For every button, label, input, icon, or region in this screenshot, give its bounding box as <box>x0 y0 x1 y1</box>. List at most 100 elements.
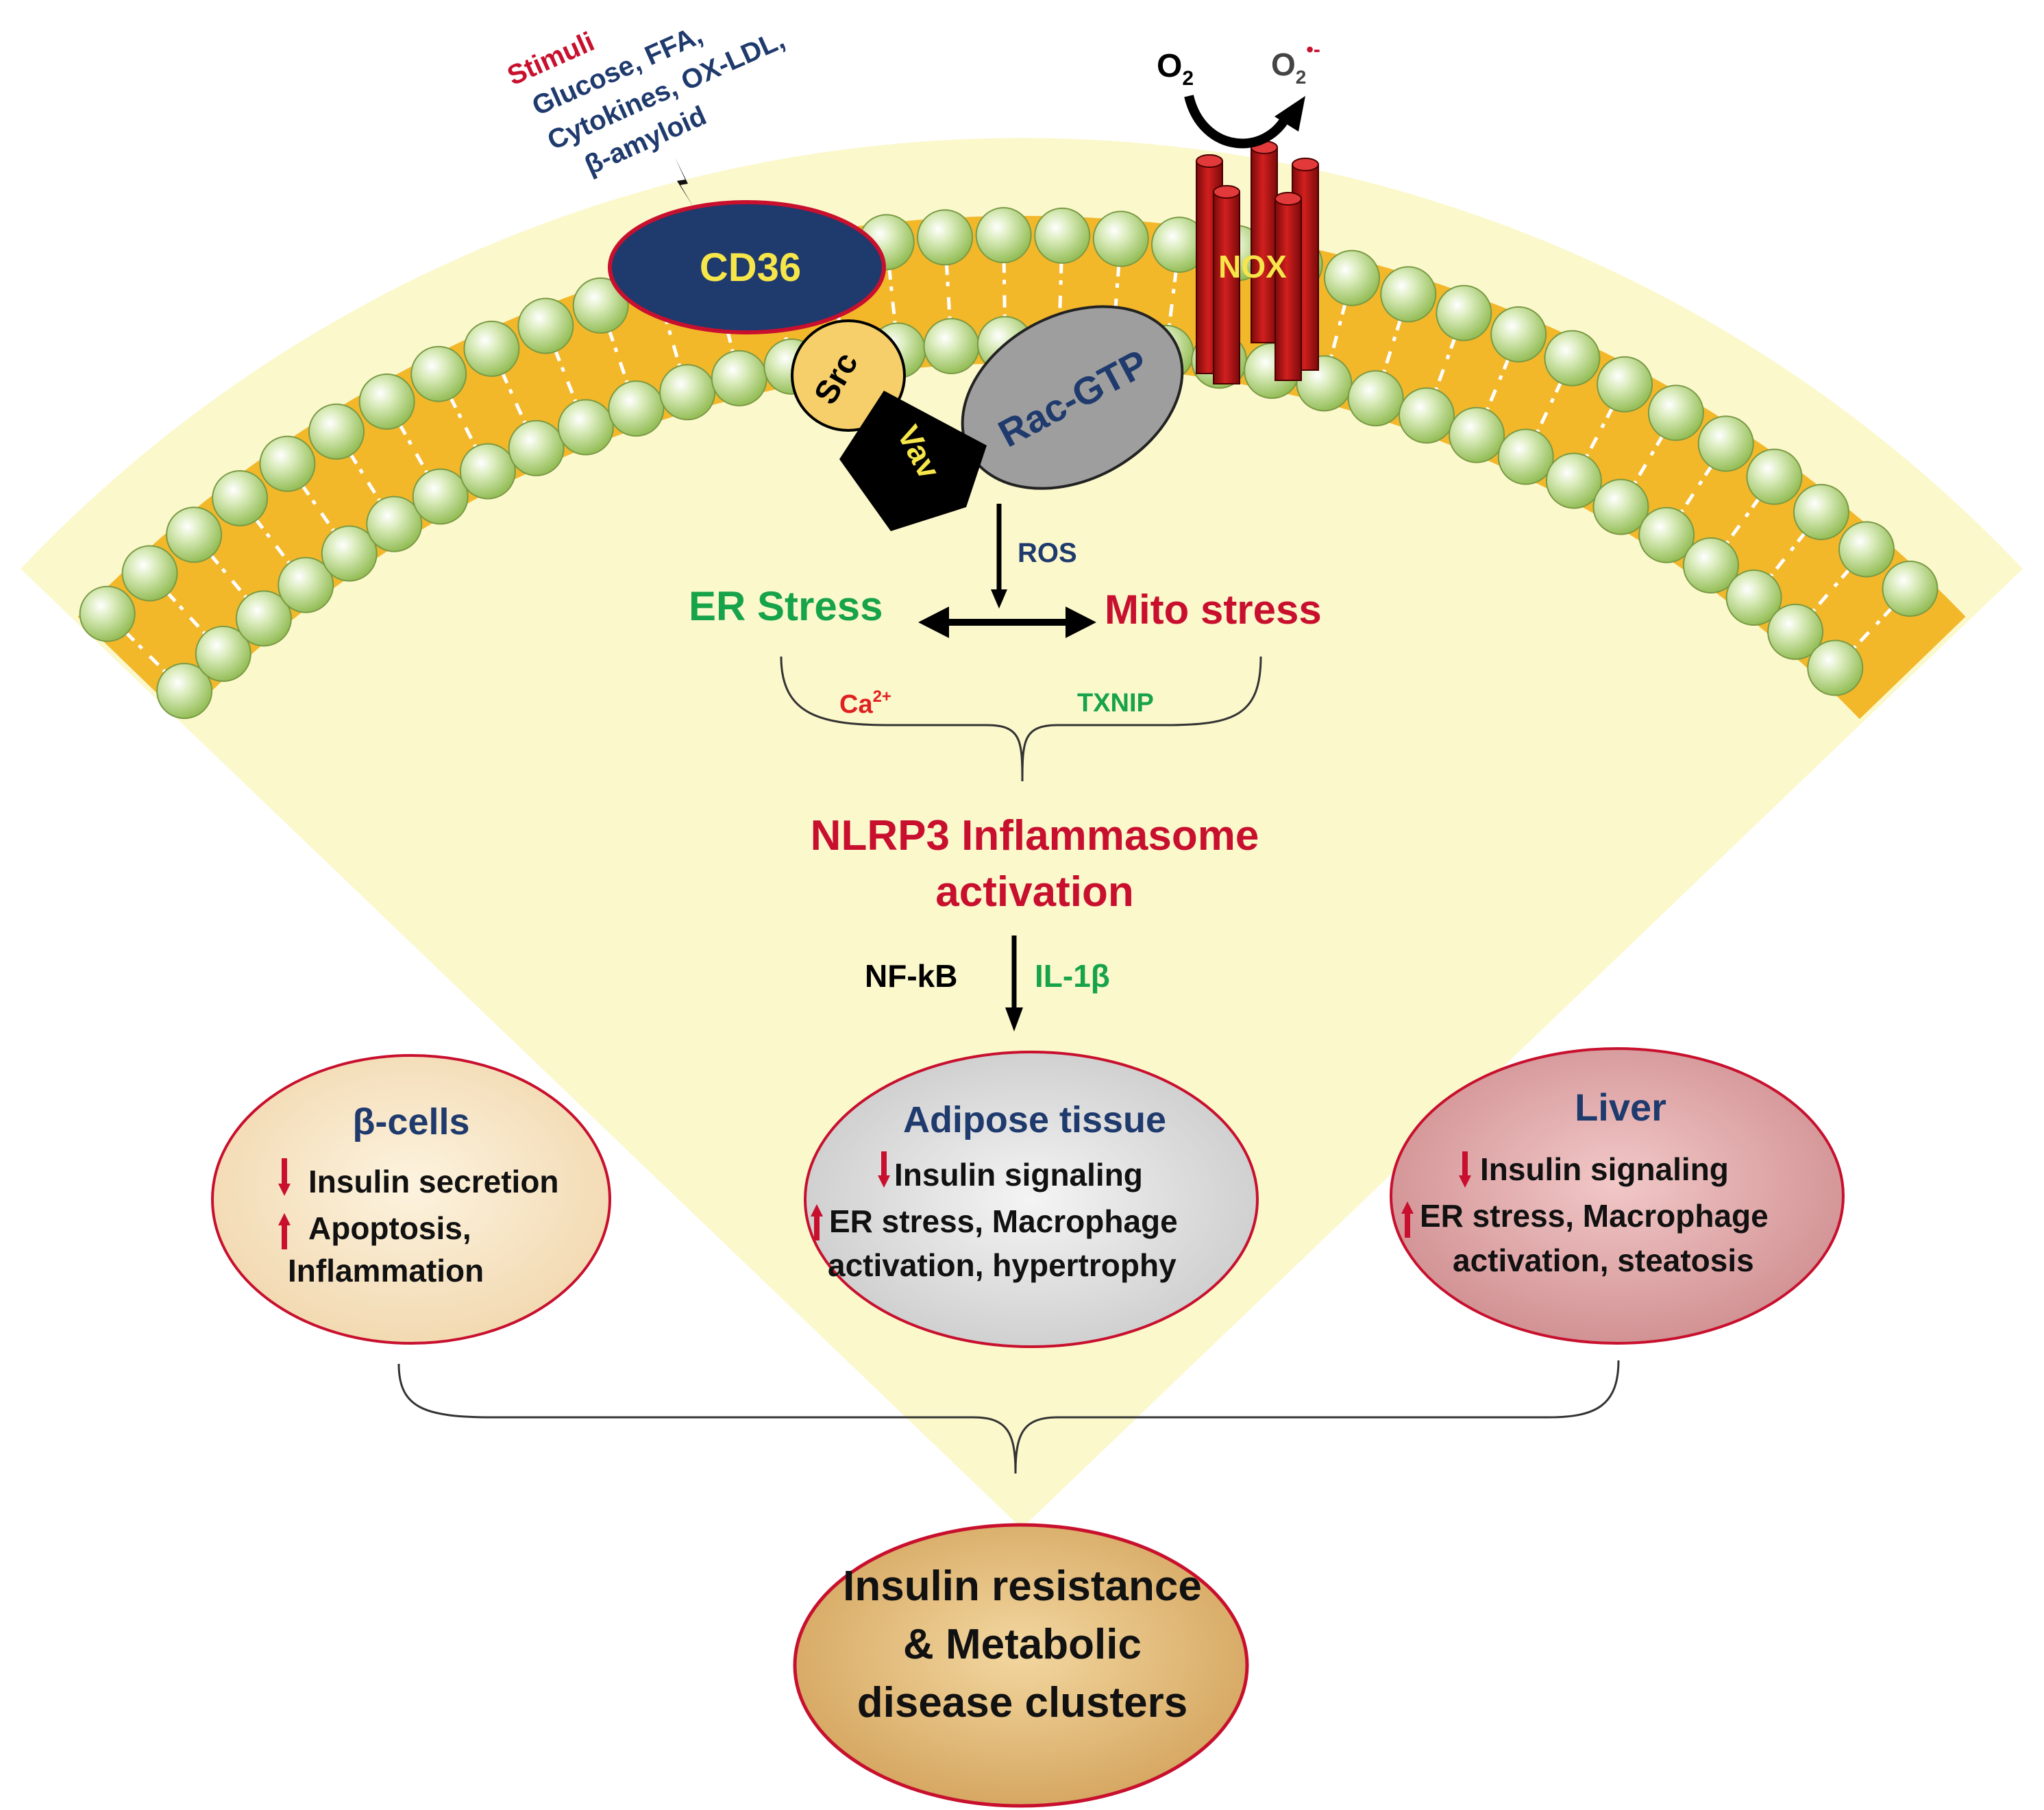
lipid-head <box>1638 506 1695 563</box>
vav-protein <box>839 391 987 531</box>
lipid-head <box>1746 448 1803 505</box>
lipid-tail <box>1549 380 1563 404</box>
liver-title: Liver <box>1575 1086 1666 1129</box>
lipid-tail <box>553 348 565 372</box>
liver-line1: Insulin signaling <box>1480 1151 1729 1187</box>
lipid-tail <box>208 553 227 574</box>
lipid-tail <box>1433 369 1445 393</box>
lipid-head <box>975 207 1032 264</box>
lipid-head <box>1807 639 1864 696</box>
outcome-node: Insulin resistance & Metabolic disease c… <box>793 1523 1249 1808</box>
beta-cells-line3: Inflammation <box>288 1253 484 1288</box>
lipid-head <box>308 403 365 460</box>
lipid-head <box>1592 478 1649 535</box>
lipid-head <box>1597 356 1653 413</box>
lipid-head <box>1793 484 1849 541</box>
lipid-tail <box>1851 631 1871 651</box>
lipid-tail <box>1167 304 1174 328</box>
lipid-tail <box>1789 530 1808 552</box>
nlrp3-arrowhead-icon <box>1005 1007 1023 1031</box>
up-arrowhead-icon <box>811 1204 823 1216</box>
down-arrowhead-icon <box>278 1184 291 1196</box>
lipid-tail <box>1535 411 1549 435</box>
cd36-receptor <box>608 200 886 334</box>
lipid-head <box>1092 210 1149 267</box>
lipid-head <box>711 350 767 406</box>
lipid-tail <box>1329 335 1339 360</box>
lipid-tail <box>448 395 463 419</box>
lipid-head <box>259 435 316 492</box>
ros-arrowhead-icon <box>991 589 1007 609</box>
nlrp3-line1: NLRP3 Inflammasome <box>811 812 1259 859</box>
outcome-line1: Insulin resistance <box>843 1563 1202 1610</box>
lipid-head <box>1767 603 1824 660</box>
lipid-tail <box>1768 558 1786 579</box>
lipid-head <box>1436 284 1492 341</box>
lipid-head <box>1544 330 1601 387</box>
upper-brace <box>780 656 1262 782</box>
down-arrowhead-icon <box>1459 1175 1471 1188</box>
lipid-tail <box>1833 567 1851 588</box>
lipid-head <box>917 209 974 266</box>
o2-label: O2 <box>1157 48 1194 90</box>
il1b-label: IL-1β <box>1035 958 1110 994</box>
lipid-head <box>463 320 520 377</box>
lipid-tail <box>1171 269 1178 294</box>
lipid-tail <box>1875 606 1894 626</box>
lipid-tail <box>231 579 249 600</box>
lipid-tail <box>515 402 528 426</box>
liver-line3: activation, steatosis <box>1453 1243 1754 1278</box>
lipid-tail <box>566 380 578 404</box>
lipid-tail <box>367 481 382 504</box>
o2-curved-arrow <box>1184 95 1293 149</box>
lipid-head <box>410 345 467 402</box>
lipid-head <box>1882 560 1938 617</box>
lipid-tail <box>415 453 430 476</box>
lipid-head <box>1490 306 1547 363</box>
lipid-head <box>1838 521 1895 578</box>
nox-subunit-top <box>1292 158 1319 171</box>
lipid-tail <box>348 452 365 474</box>
lipid-head <box>1034 207 1091 264</box>
lipid-tail <box>1338 302 1347 326</box>
lipid-head <box>517 297 574 354</box>
calcium-label: Ca2+ <box>839 687 891 719</box>
er-stress-label: ER Stress <box>689 583 883 629</box>
nox-subunit <box>1275 198 1302 381</box>
lipid-head <box>366 496 423 552</box>
lipid-head <box>508 419 565 476</box>
superoxide-label: O2•- <box>1271 38 1320 88</box>
nox-subunit-top <box>1196 154 1223 168</box>
lipid-tail <box>254 517 271 539</box>
lipid-head <box>235 590 292 647</box>
lipid-tail <box>891 302 897 326</box>
lipid-head <box>412 468 469 525</box>
beta-cells-line1: Insulin secretion <box>308 1164 559 1199</box>
lipid-head <box>923 318 980 375</box>
lipid-tail <box>1724 524 1741 546</box>
lipid-head <box>1725 570 1782 626</box>
beta-cells-node: β-cells Insulin secretion Apoptosis, Inf… <box>211 1054 611 1345</box>
lipid-tail <box>607 328 619 353</box>
lipid-head <box>321 525 378 582</box>
lipid-head <box>1380 266 1437 323</box>
lipid-head <box>79 585 136 642</box>
down-arrowhead-icon <box>878 1175 890 1188</box>
right-arrowhead-icon <box>1066 607 1096 638</box>
lipid-tail <box>1584 437 1599 459</box>
nox-subunit <box>1213 191 1240 384</box>
lipid-head <box>1497 428 1554 485</box>
lipid-tail <box>1445 336 1457 360</box>
lipid-tail <box>300 483 317 506</box>
lipid-tail <box>1810 594 1829 614</box>
lipid-head <box>459 443 516 500</box>
lipid-tail <box>1744 496 1761 518</box>
lipid-tail <box>726 330 735 354</box>
lipid-tail <box>124 631 144 650</box>
nox-subunit-top <box>1275 192 1302 206</box>
lipid-tail <box>1649 434 1665 456</box>
lipid-head <box>1347 370 1404 427</box>
lipid-head <box>278 557 334 613</box>
lipid-tail <box>1679 493 1695 515</box>
nox-label: NOX <box>1218 249 1287 284</box>
